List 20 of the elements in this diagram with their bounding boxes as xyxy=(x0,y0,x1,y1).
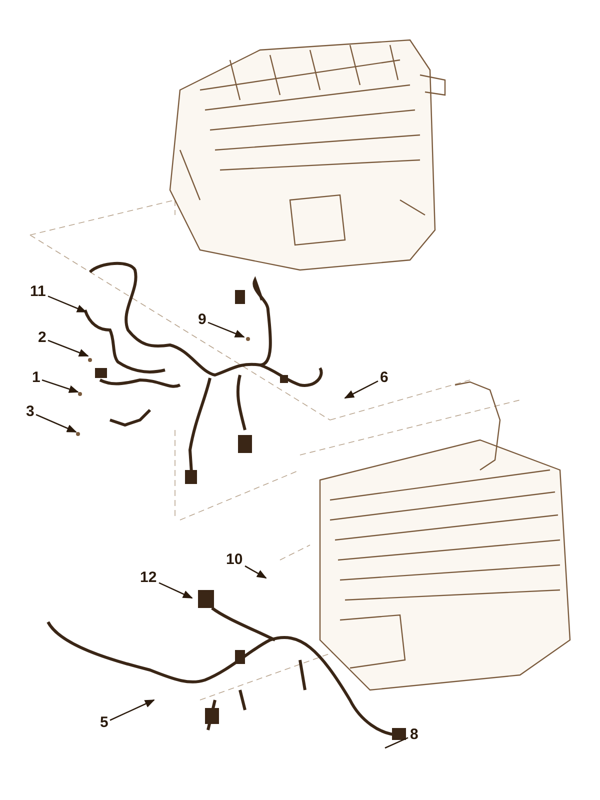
leader-line xyxy=(48,296,87,313)
callout-number: 10 xyxy=(226,552,243,568)
callout-number: 8 xyxy=(410,727,418,743)
leader-line xyxy=(384,737,408,749)
callout-number: 12 xyxy=(140,570,157,586)
callout-number: 2 xyxy=(38,330,46,346)
callout-number: 9 xyxy=(198,312,206,328)
leader-line xyxy=(344,380,378,399)
leader-line xyxy=(158,582,193,599)
leader-line xyxy=(208,322,245,338)
callout-number: 5 xyxy=(100,715,108,731)
leader-line xyxy=(110,699,155,721)
leader-line xyxy=(48,340,89,357)
callout-number: 3 xyxy=(26,404,34,420)
leader-line xyxy=(244,565,267,579)
leader-line xyxy=(42,379,79,393)
leader-line xyxy=(36,414,77,433)
callout-number: 11 xyxy=(30,284,46,300)
callout-number: 6 xyxy=(380,370,388,386)
callout-number: 1 xyxy=(32,370,40,386)
